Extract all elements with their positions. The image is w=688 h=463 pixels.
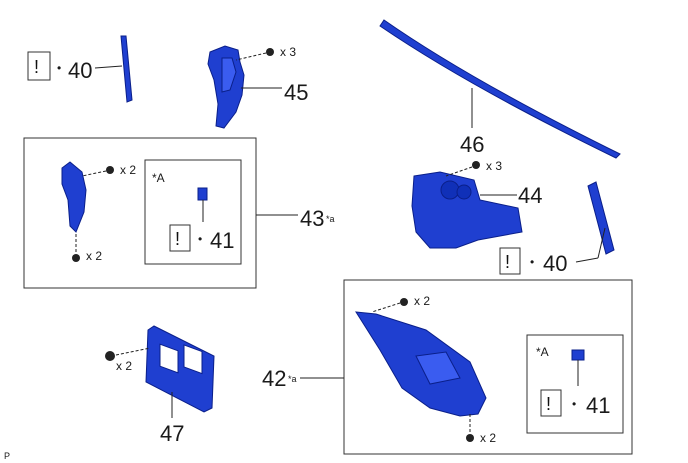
- callout-44: 44: [518, 183, 542, 208]
- qty-47-screw: x 2: [116, 359, 132, 373]
- screw-guide-line: [235, 52, 267, 61]
- screw-guide-line: [81, 170, 107, 177]
- bullet: •: [572, 397, 576, 411]
- group-46: 46: [379, 19, 621, 159]
- assembly-box-43: [23, 137, 257, 289]
- inset-label-top: *A: [152, 171, 165, 185]
- notice-icon: [499, 247, 521, 275]
- assembly-box-42: [343, 279, 633, 455]
- qty-44-screw: x 3: [486, 159, 502, 173]
- clip-41-part: [571, 349, 585, 361]
- bracket-47-window: [183, 344, 203, 375]
- inset-box-top: [144, 159, 242, 265]
- bracket-47-part: [145, 325, 215, 413]
- group-47: x 2 47: [105, 325, 215, 446]
- bullet: •: [57, 61, 61, 75]
- qty-45-screw: x 3: [280, 45, 296, 59]
- callout-41-bottom: 41: [586, 393, 610, 418]
- group-40-right: ! • 40: [499, 181, 615, 276]
- cover-42-detail: [415, 351, 461, 385]
- notice-symbol: !: [505, 252, 510, 272]
- screw-guide-line: [371, 302, 401, 313]
- qty-42-bottom: x 2: [480, 431, 496, 445]
- notice-icon: [540, 389, 562, 417]
- group-42: x 2 x 2 *A ! • 41 42 *a: [262, 279, 633, 455]
- callout-41-top: 41: [210, 228, 234, 253]
- screw-guide-line: [115, 347, 151, 356]
- notice-symbol: !: [175, 229, 180, 249]
- callout-46: 46: [460, 132, 484, 157]
- leader-line: [575, 257, 599, 263]
- screw-icon: [105, 351, 115, 361]
- notice-icon: [169, 224, 191, 252]
- screw-icon: [106, 166, 114, 174]
- retainer-43-part: [61, 161, 87, 233]
- screw-icon: [472, 161, 480, 169]
- group-44: x 3 44: [411, 159, 542, 249]
- bracket-44-part: [411, 171, 523, 249]
- screw-icon: [72, 254, 80, 262]
- bullet: •: [198, 232, 202, 246]
- callout-40-right: 40: [543, 251, 567, 276]
- inset-box-bottom: [526, 334, 624, 434]
- notice-symbol: !: [34, 57, 39, 77]
- qty-42-top: x 2: [414, 294, 430, 308]
- notice-icon: [27, 51, 51, 81]
- screw-icon: [266, 48, 274, 56]
- screw-icon: [400, 298, 408, 306]
- qty-43-bottom: x 2: [86, 249, 102, 263]
- callout-40-top: 40: [68, 58, 92, 83]
- qty-43-top: x 2: [120, 163, 136, 177]
- screw-icon: [466, 434, 474, 442]
- bracket-44-hole: [456, 184, 472, 200]
- molding-46-part: [379, 19, 621, 159]
- callout-45: 45: [284, 80, 308, 105]
- leader-line: [597, 227, 606, 259]
- callout-43: 43: [300, 206, 324, 231]
- group-45: x 3 45: [207, 45, 308, 129]
- trim-strip-part: [120, 35, 133, 103]
- bracket-45-detail: [221, 57, 237, 93]
- screw-guide-line: [445, 166, 473, 177]
- bracket-44-hole: [440, 180, 460, 200]
- notice-symbol: !: [546, 394, 551, 414]
- group-40-top: ! • 40: [27, 35, 133, 103]
- corner-mark: P: [4, 451, 10, 461]
- trim-strip-part: [587, 181, 615, 255]
- leader-line: [94, 65, 123, 69]
- bracket-47-window: [159, 343, 179, 374]
- clip-41-part: [197, 187, 208, 201]
- inset-label-bottom: *A: [536, 345, 549, 359]
- callout-42-note: *a: [288, 374, 297, 384]
- callout-42: 42: [262, 366, 286, 391]
- group-43: x 2 x 2 *A ! • 41 43 *a: [23, 137, 335, 289]
- callout-43-note: *a: [326, 214, 335, 224]
- callout-47: 47: [160, 421, 184, 446]
- bullet: •: [530, 255, 534, 269]
